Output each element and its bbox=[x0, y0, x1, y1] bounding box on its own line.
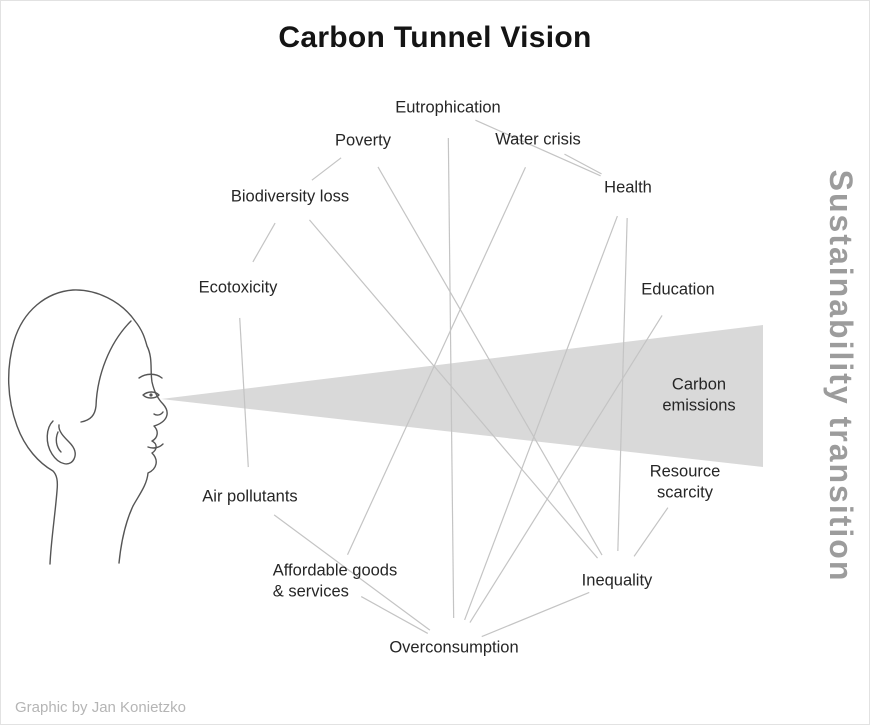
head-profile-illustration bbox=[8, 289, 168, 565]
edge-water_crisis-health bbox=[564, 153, 602, 175]
eye bbox=[142, 391, 160, 399]
edge-eutrophication-health bbox=[475, 119, 601, 177]
edge-health-overconsumption bbox=[464, 215, 618, 621]
side-label: Sustainability transition bbox=[823, 169, 859, 583]
edge-biodiversity_loss-inequality bbox=[308, 219, 599, 559]
edge-affordable_goods-overconsumption bbox=[360, 596, 429, 634]
tunnel-cone bbox=[161, 325, 763, 467]
edge-poverty-inequality bbox=[377, 166, 603, 556]
page-title: Carbon Tunnel Vision bbox=[278, 21, 592, 54]
eyebrow bbox=[138, 373, 163, 379]
edge-resource_scarcity-inequality bbox=[633, 507, 669, 557]
nostril bbox=[153, 411, 164, 416]
edge-ecotoxicity-air_pollutants bbox=[239, 317, 249, 468]
pupil bbox=[149, 393, 153, 397]
inner-ear bbox=[55, 431, 62, 453]
edge-inequality-overconsumption bbox=[481, 591, 590, 638]
network-lines bbox=[239, 119, 669, 638]
edge-water_crisis-affordable_goods bbox=[346, 167, 527, 555]
credit: Graphic by Jan Konietzko bbox=[15, 699, 186, 716]
edge-biodiversity_loss-ecotoxicity bbox=[252, 222, 276, 263]
edge-air_pollutants-overconsumption bbox=[273, 514, 431, 631]
edge-education-overconsumption bbox=[469, 315, 663, 623]
head-outline bbox=[8, 289, 168, 565]
ear bbox=[46, 420, 76, 465]
hairline bbox=[80, 320, 132, 423]
edge-poverty-biodiversity_loss bbox=[311, 157, 342, 181]
mouth bbox=[147, 443, 164, 449]
edge-health-inequality bbox=[617, 217, 628, 552]
edge-eutrophication-overconsumption bbox=[447, 137, 455, 619]
